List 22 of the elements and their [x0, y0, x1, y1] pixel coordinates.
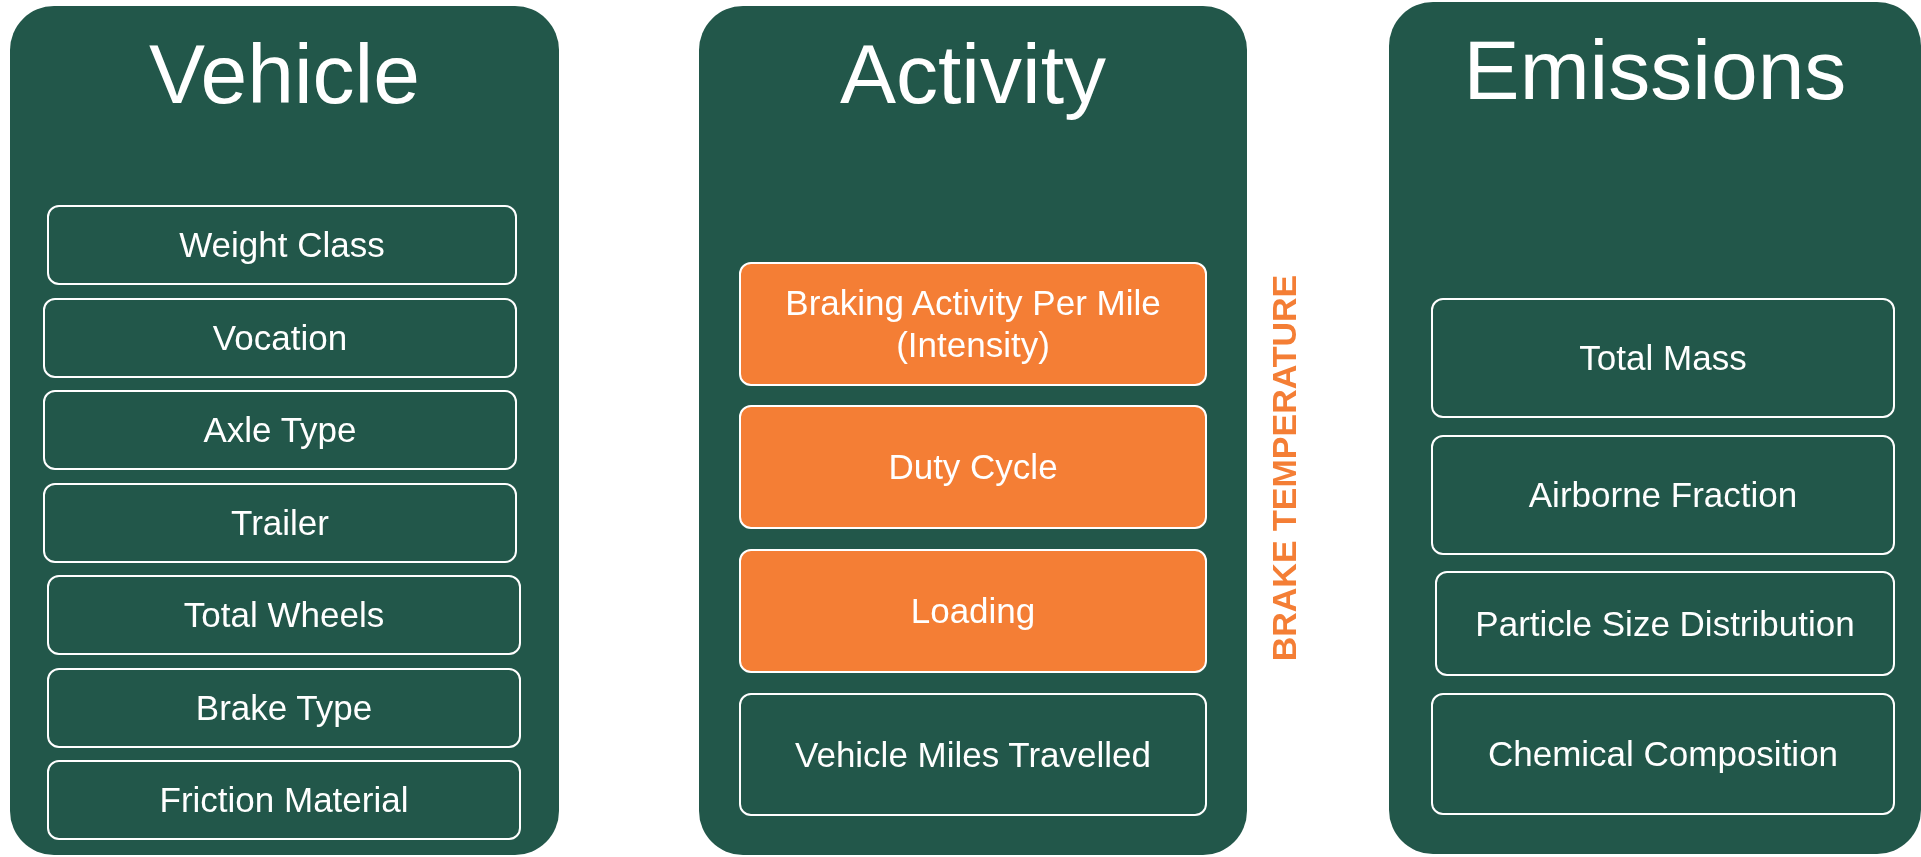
highlighted-factor-box: Loading — [739, 549, 1207, 673]
factor-box: Chemical Composition — [1431, 693, 1895, 815]
factor-box: Trailer — [43, 483, 517, 563]
category-panel — [10, 6, 559, 855]
factor-box: Friction Material — [47, 760, 521, 840]
factor-box: Brake Type — [47, 668, 521, 748]
category-panel — [699, 6, 1247, 855]
factor-box: Total Wheels — [47, 575, 521, 655]
side-label: BRAKE TEMPERATURE — [1264, 273, 1304, 664]
factor-box: Vehicle Miles Travelled — [739, 693, 1207, 816]
highlighted-factor-box: Braking Activity Per Mile (Intensity) — [739, 262, 1207, 386]
highlighted-factor-box: Duty Cycle — [739, 405, 1207, 529]
panel-title: Activity — [839, 26, 1107, 123]
factor-box: Weight Class — [47, 205, 517, 285]
factor-box: Total Mass — [1431, 298, 1895, 418]
panel-title: Emissions — [1462, 22, 1848, 119]
panel-title: Vehicle — [148, 26, 421, 123]
factor-box: Axle Type — [43, 390, 517, 470]
factor-box: Vocation — [43, 298, 517, 378]
factor-box: Particle Size Distribution — [1435, 571, 1895, 676]
category-panel — [1389, 2, 1921, 854]
factor-box: Airborne Fraction — [1431, 435, 1895, 555]
